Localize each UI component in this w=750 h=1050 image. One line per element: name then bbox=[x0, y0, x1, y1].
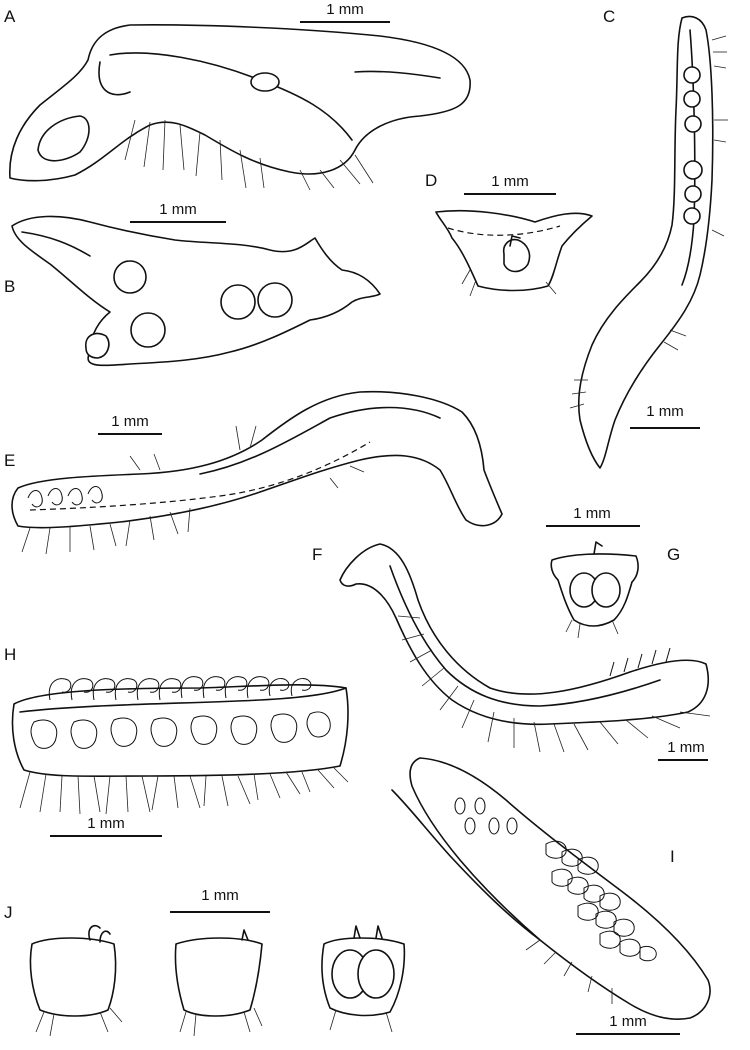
panel-a-outline bbox=[9, 24, 471, 182]
panel-b-knob bbox=[85, 332, 110, 359]
panel-j-egg-2 bbox=[357, 949, 395, 999]
panel-a-label: A bbox=[4, 7, 16, 26]
panel-i-scattered-rods bbox=[454, 797, 518, 835]
panel-i-clustered-rods bbox=[545, 840, 657, 962]
panel-h-scale-label: 1 mm bbox=[87, 815, 125, 832]
panel-h-lobes bbox=[30, 711, 331, 749]
panel-e-label: E bbox=[4, 451, 15, 470]
panel-a-setae bbox=[124, 119, 374, 191]
panel-f-outline bbox=[339, 543, 710, 726]
panel-e-scale-label: 1 mm bbox=[111, 413, 149, 430]
panel-a-pore bbox=[250, 72, 280, 92]
panel-c: C 1 mm bbox=[569, 7, 728, 469]
panel-b-scale-label: 1 mm bbox=[159, 201, 197, 218]
panel-j: J 1 mm bbox=[4, 887, 406, 1037]
panel-j-figure-2 bbox=[174, 929, 263, 1037]
panel-g-scale-label: 1 mm bbox=[573, 505, 611, 522]
panel-g-setae bbox=[565, 619, 619, 639]
panel-j-scale-label: 1 mm bbox=[201, 887, 239, 904]
panel-b-groove bbox=[21, 231, 91, 257]
panel-g-egg-2 bbox=[591, 572, 621, 608]
panel-d-chamber bbox=[502, 238, 531, 273]
panel-i-scale-label: 1 mm bbox=[609, 1013, 647, 1030]
panel-a-oval-cavity bbox=[37, 115, 90, 162]
panel-d-label: D bbox=[425, 171, 437, 190]
panel-d-scale-label: 1 mm bbox=[491, 173, 529, 190]
panel-g-stalk bbox=[593, 541, 603, 555]
panel-d-dashed-line bbox=[447, 225, 561, 236]
panel-f: F 1 mm bbox=[312, 543, 711, 761]
panel-j-label: J bbox=[4, 903, 13, 922]
panel-a-tip-groove bbox=[354, 70, 441, 79]
panel-c-outline bbox=[577, 15, 714, 469]
panel-d-stem bbox=[509, 235, 521, 247]
panel-j-figure-3 bbox=[321, 925, 406, 1033]
panel-b-sphere-1 bbox=[113, 260, 147, 294]
panel-f-inner-fold bbox=[389, 565, 661, 707]
panel-i-label: I bbox=[670, 847, 675, 866]
panel-c-bead-row bbox=[683, 66, 703, 225]
panel-i-inner-edge bbox=[391, 789, 541, 941]
panel-c-label: C bbox=[603, 7, 615, 26]
panel-i: I 1 mm bbox=[391, 757, 711, 1035]
panel-b-outline bbox=[11, 215, 381, 367]
panel-a-scale-label: 1 mm bbox=[326, 1, 364, 18]
panel-h-upper-edge bbox=[19, 687, 347, 713]
panel-g: G 1 mm bbox=[546, 505, 680, 639]
panel-g-label: G bbox=[667, 545, 680, 564]
panel-b-sphere-4 bbox=[257, 282, 293, 318]
panel-f-setae bbox=[397, 615, 711, 753]
panel-e-dashed-midline bbox=[29, 441, 371, 511]
panel-h-outline bbox=[11, 684, 349, 778]
panel-e-setae bbox=[21, 425, 365, 555]
panel-h-curled-rods bbox=[48, 676, 312, 701]
panel-c-scale-label: 1 mm bbox=[646, 403, 684, 420]
panel-h-label: H bbox=[4, 645, 16, 664]
panel-f-label: F bbox=[312, 545, 322, 564]
panel-f-scale-label: 1 mm bbox=[667, 739, 705, 756]
panel-d: D 1 mm bbox=[425, 171, 593, 297]
panel-f-tips bbox=[609, 647, 671, 677]
panel-b-label: B bbox=[4, 277, 15, 296]
panel-a-ridge bbox=[98, 61, 131, 96]
panel-h: H 1 mm bbox=[4, 645, 349, 837]
panel-b: B 1 mm bbox=[4, 201, 381, 367]
panel-e: E 1 mm bbox=[4, 390, 503, 555]
panel-e-loops bbox=[27, 486, 103, 508]
panel-e-outline bbox=[11, 390, 503, 529]
panel-e-inner-edge bbox=[199, 406, 441, 475]
panel-h-setae bbox=[19, 767, 349, 815]
panel-i-outline bbox=[409, 757, 711, 1021]
panel-d-setae bbox=[461, 269, 557, 297]
panel-i-setae bbox=[525, 939, 613, 1004]
panel-b-sphere-2 bbox=[130, 312, 166, 348]
panel-j-figure-1 bbox=[29, 924, 123, 1037]
panel-c-setae bbox=[569, 35, 728, 409]
panel-b-sphere-3 bbox=[220, 284, 256, 320]
panel-a: A 1 mm bbox=[4, 1, 471, 191]
